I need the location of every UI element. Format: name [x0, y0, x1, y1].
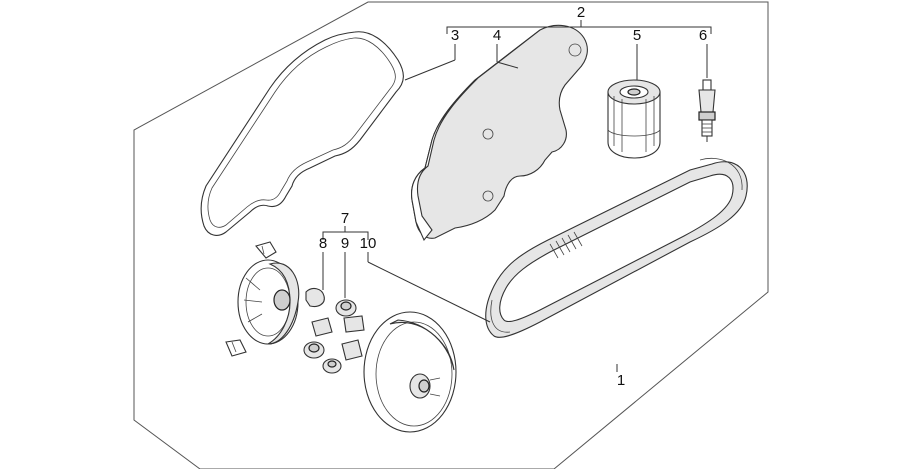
- kit-outline: [133, 1, 769, 469]
- filter-sponge-plate[interactable]: [411, 24, 588, 242]
- drive-belt[interactable]: [485, 157, 748, 338]
- roller-a[interactable]: [335, 299, 357, 317]
- spark-plug[interactable]: [698, 79, 716, 142]
- oil-filter[interactable]: [607, 79, 661, 159]
- callout-3: 3: [451, 27, 459, 44]
- callout-4: 4: [493, 27, 501, 44]
- callout-labels: 2 3 4 5 6 7 8 9 10 1: [319, 4, 707, 389]
- leader-lines: [322, 20, 712, 372]
- callout-6: 6: [699, 27, 707, 44]
- roller-c[interactable]: [311, 317, 333, 337]
- roller-f[interactable]: [341, 339, 363, 361]
- callout-5: 5: [633, 27, 641, 44]
- callout-2: 2: [577, 4, 585, 21]
- variator-pulley[interactable]: [237, 259, 300, 345]
- callout-8: 8: [319, 235, 327, 252]
- clip-upper[interactable]: [255, 241, 277, 259]
- air-filter-element[interactable]: [200, 31, 404, 236]
- callout-1: 1: [617, 372, 625, 389]
- roller-d[interactable]: [303, 341, 325, 359]
- callout-9: 9: [341, 235, 349, 252]
- clutch-pulley[interactable]: [363, 311, 457, 433]
- callout-10: 10: [360, 235, 377, 252]
- callout-7: 7: [341, 210, 349, 227]
- belt-label-area: [549, 231, 583, 259]
- roller-b[interactable]: [343, 315, 365, 333]
- slider-upper[interactable]: [305, 287, 325, 308]
- roller-e[interactable]: [322, 358, 342, 374]
- clip-lower[interactable]: [225, 339, 247, 357]
